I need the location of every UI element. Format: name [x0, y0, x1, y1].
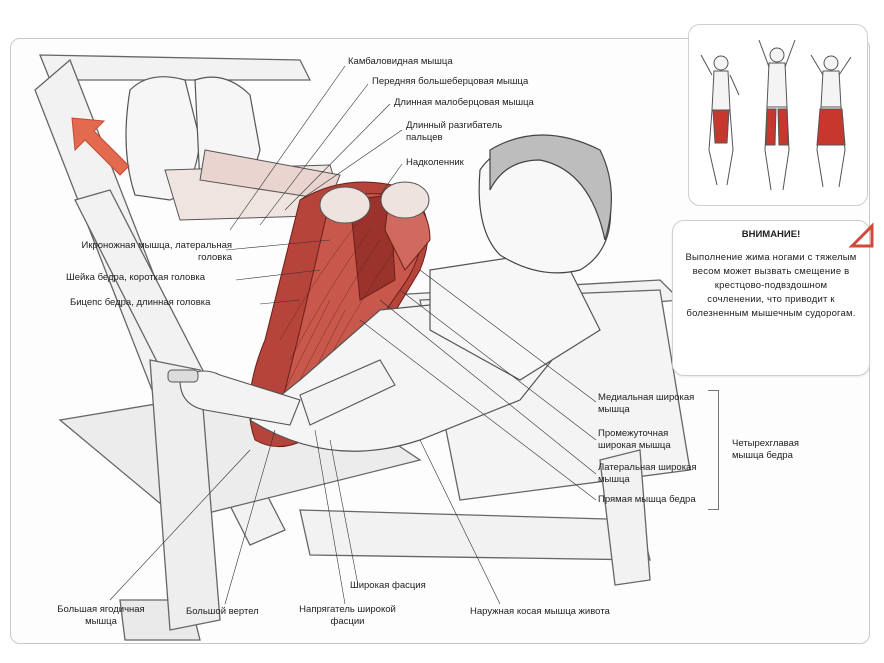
- label-vastus-intermedius: Промежуточная широкая мышца: [598, 428, 671, 451]
- label-tensor-fasciae-latae: Напрягатель широкой фасции: [299, 604, 396, 627]
- label-gluteus-maximus: Большая ягодичная мышца: [57, 604, 145, 627]
- label-extensor-digitorum: Длинный разгибатель пальцев: [406, 120, 503, 143]
- label-gastrocnemius-lateral: Икроножная мышца, латеральная головка: [81, 240, 232, 263]
- label-fascia-lata: Широкая фасция: [350, 580, 426, 591]
- warning-triangle-icon: [848, 222, 874, 248]
- quadriceps-bracket: [708, 390, 719, 510]
- label-vastus-medialis: Медиальная широкая мышца: [598, 392, 695, 415]
- label-biceps-short-head: Шейка бедра, короткая головка: [66, 272, 206, 283]
- label-soleus: Камбаловидная мышца: [348, 56, 453, 67]
- warning-text: Выполнение жима ногами с тяжелым весом м…: [685, 252, 857, 319]
- warning-title: ВНИМАНИЕ!: [741, 229, 801, 240]
- handle: [167, 369, 199, 383]
- leader-lines: [109, 65, 597, 605]
- arms: [179, 359, 396, 426]
- label-tibialis-anterior: Передняя большеберцовая мышца: [372, 76, 529, 87]
- label-vastus-lateralis: Латеральная широкая мышца: [598, 462, 697, 485]
- muscle-map-thumbnail: [688, 24, 868, 206]
- label-greater-trochanter: Большой вертел: [186, 606, 259, 617]
- label-patella: Надколенник: [406, 157, 464, 168]
- label-peroneus-longus: Длинная малоберцовая мышца: [394, 97, 534, 108]
- label-rectus-femoris: Прямая мышца бедра: [598, 494, 696, 505]
- label-external-oblique: Наружная косая мышца живота: [470, 606, 610, 617]
- head: [478, 134, 612, 274]
- label-biceps-long-head: Бицепс бедра, длинная головка: [70, 297, 211, 308]
- push-arrow-icon: [71, 117, 130, 176]
- warning-box: ВНИМАНИЕ! Выполнение жима ногами с тяжел…: [672, 220, 870, 376]
- muscle-map-figures: [700, 39, 852, 191]
- knees: [319, 181, 430, 224]
- label-quadriceps: Четырехглавая мышца бедра: [732, 438, 800, 461]
